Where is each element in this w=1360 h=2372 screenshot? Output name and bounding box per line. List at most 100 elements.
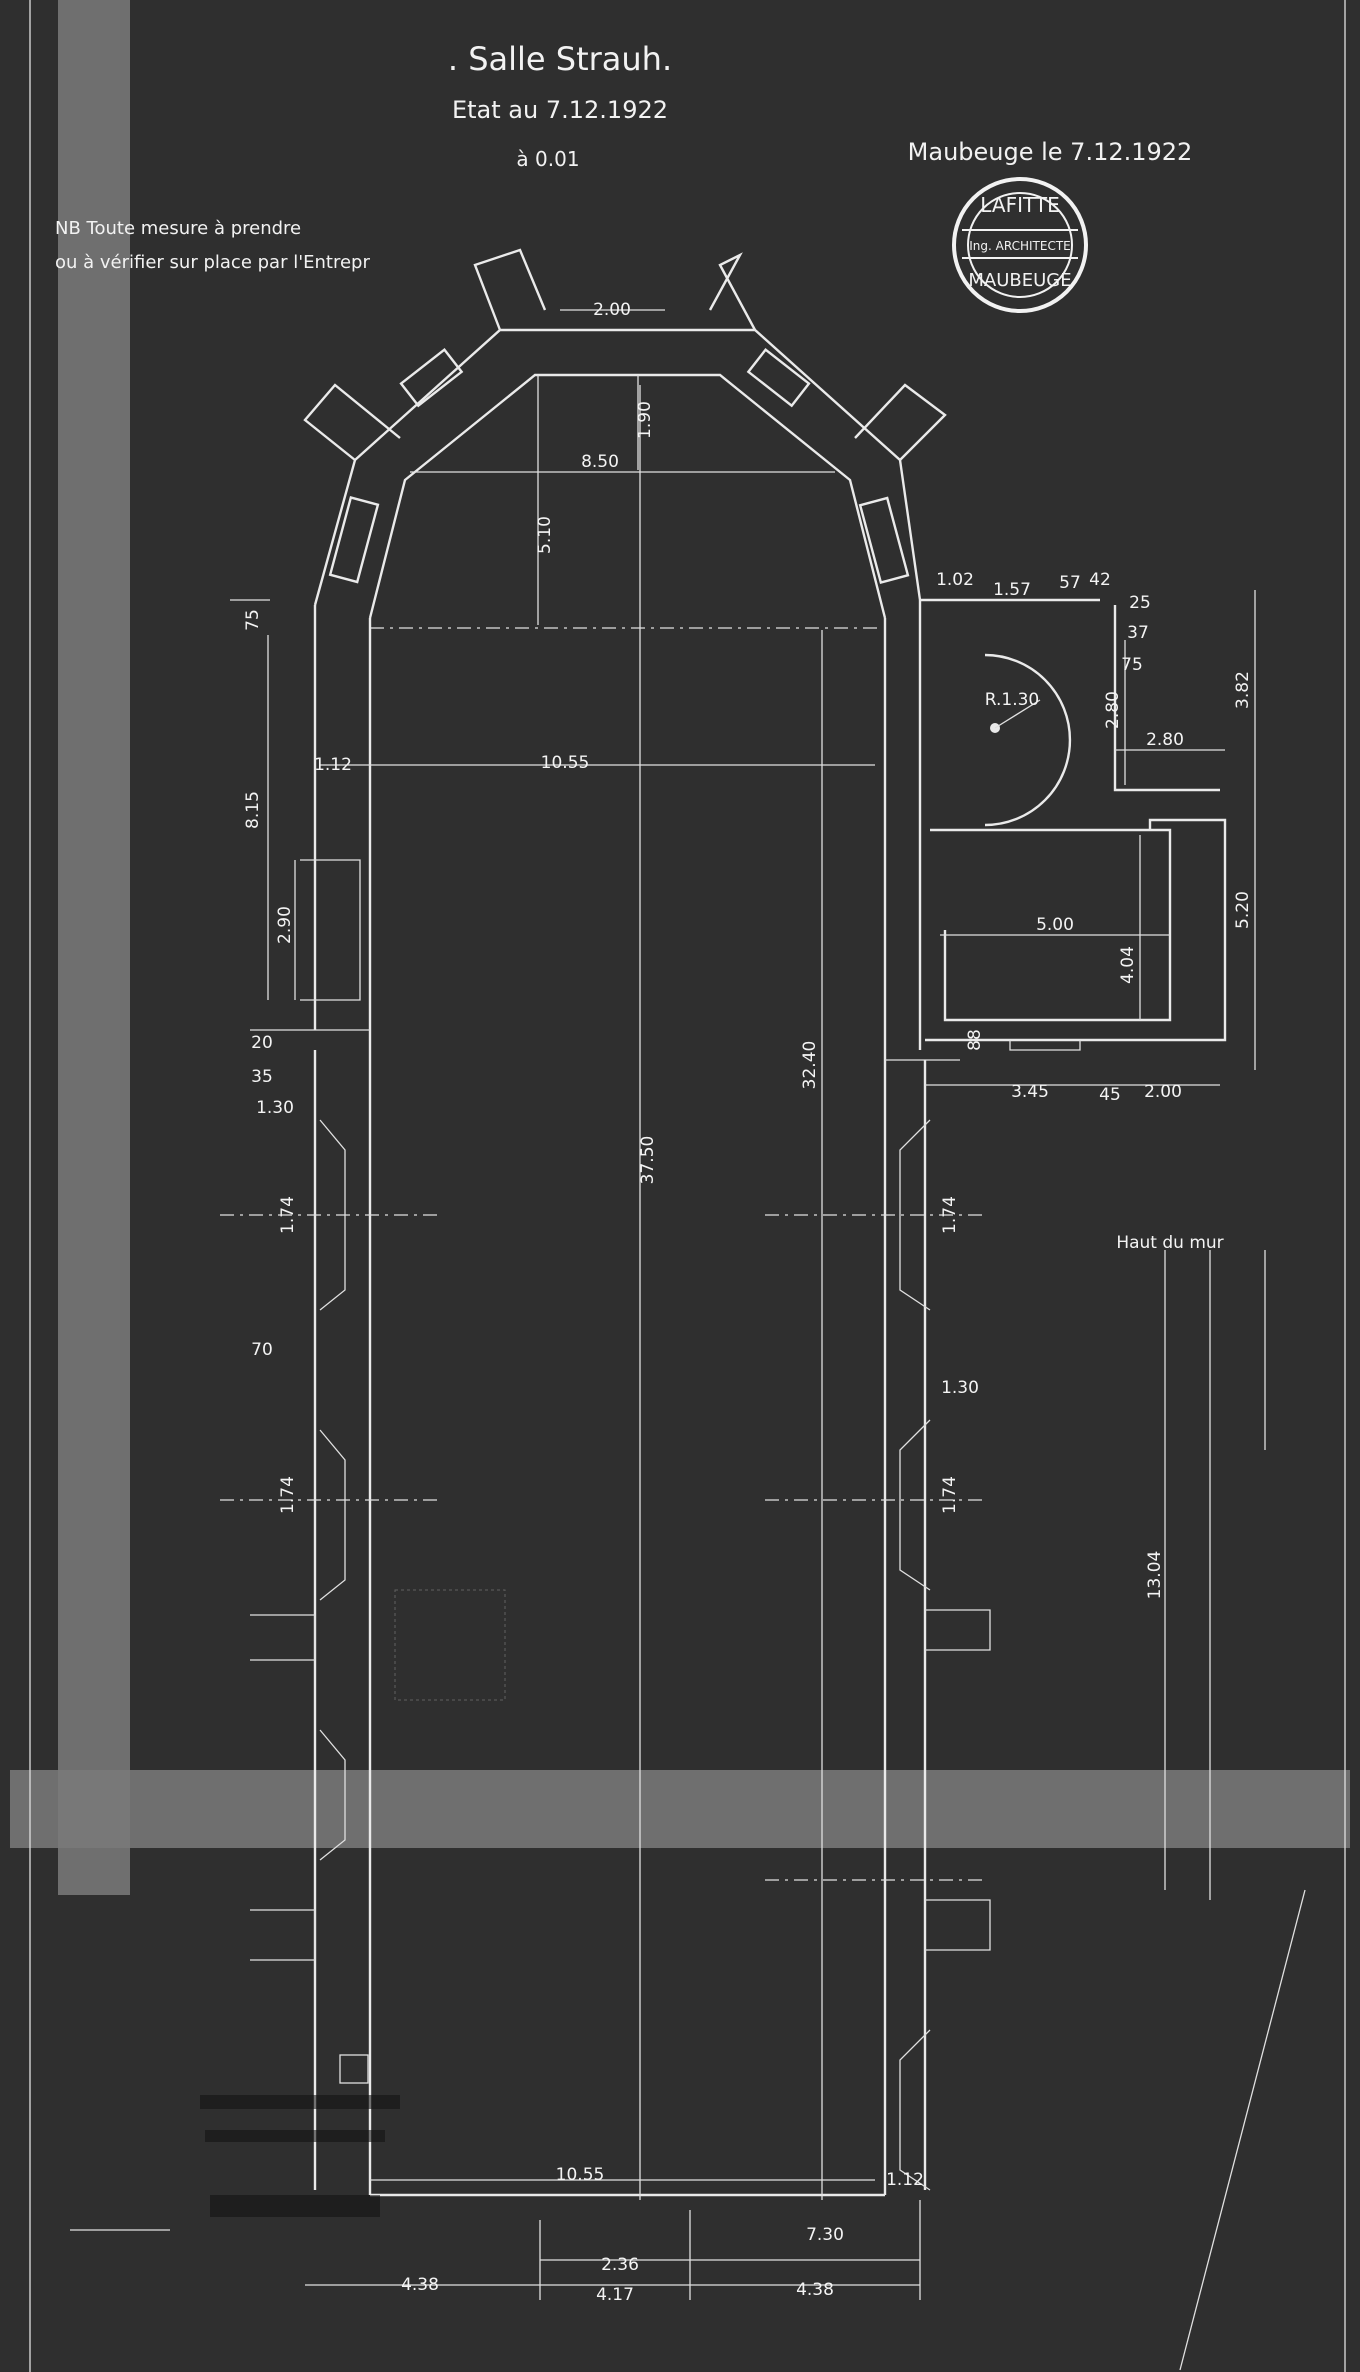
dim-left-174-a: 1.74 [278, 1196, 298, 1234]
left-niche [339, 2054, 369, 2084]
dim-room-500: 5.00 [1036, 915, 1074, 935]
dim-radius: R.1.30 [985, 690, 1039, 710]
left-bay-1 [300, 859, 361, 1001]
radius-line [994, 699, 1041, 729]
left-buttress-1 [250, 1614, 316, 1661]
dim-bottom-417: 4.17 [596, 2285, 634, 2305]
dim-annex-42: 42 [1089, 570, 1111, 590]
apse-window-right [746, 348, 811, 408]
dim-left-130: 1.30 [256, 1098, 294, 1118]
right-window-3 [899, 2029, 931, 2191]
dim-annex-280-h: 2.80 [1146, 730, 1184, 750]
dim-annex-200: 2.00 [1144, 1082, 1182, 1102]
apse-inner-wall [368, 373, 887, 619]
annex-room-inner [930, 828, 1172, 1022]
dim-annex-75: 75 [1121, 655, 1143, 675]
buttress-right-upper [708, 252, 757, 331]
apse-window-left-low [328, 496, 380, 584]
dim-bottom-438-a: 4.38 [401, 2275, 439, 2295]
bottom-dimension-chain [70, 2200, 921, 2300]
dim-annex-25: 25 [1129, 593, 1151, 613]
annex-room-outer [925, 818, 1227, 1042]
annex-upper-right-wall [1113, 605, 1220, 792]
buttress-right-lower [854, 383, 947, 461]
left-window-1 [319, 1119, 346, 1311]
dim-annex-280-v: 2.80 [1103, 691, 1123, 729]
right-buttress-2 [925, 1899, 991, 1951]
dim-3240: 32.40 [800, 1041, 820, 1090]
tape-vertical [58, 0, 130, 1895]
buttress-left-upper [473, 248, 547, 331]
buttress-left-lower [303, 383, 401, 461]
dim-wall-1304: 13.04 [1145, 1551, 1165, 1600]
annex-apsidiole [984, 653, 1072, 827]
stamp-bottom-text: MAUBEUGE [968, 270, 1071, 291]
dim-annex-157: 1.57 [993, 580, 1031, 600]
right-window-2 [899, 1419, 931, 1591]
fold-line [1179, 1889, 1306, 2371]
smudge-1 [200, 2095, 400, 2109]
dim-annex-45: 45 [1099, 1085, 1121, 1105]
dim-annex-345: 3.45 [1011, 1082, 1049, 1102]
dim-room-404: 4.04 [1118, 946, 1138, 984]
dim-annex-88: 88 [965, 1029, 985, 1051]
dim-annex-102: 1.02 [936, 570, 974, 590]
apse-outer-wall [313, 328, 922, 606]
architect-stamp: LAFITTE Ing. ARCHITECTE MAUBEUGE [952, 177, 1088, 313]
stamp-middle-text: Ing. ARCHITECTE [969, 239, 1070, 253]
title: . Salle Strauh. [448, 40, 672, 78]
dim-left-174-b: 1.74 [278, 1476, 298, 1514]
state-line: Etat au 7.12.1922 [452, 96, 668, 124]
dim-left-wall: 1.12 [314, 755, 352, 775]
annex [920, 590, 1266, 1900]
dim-apse-radius: 5.10 [535, 516, 555, 554]
ink-smudges [200, 1589, 506, 2217]
note-line-2: ou à vérifier sur place par l'Entrepr [55, 252, 370, 273]
dim-total-length: 37.50 [638, 1136, 658, 1185]
right-window-1 [899, 1119, 931, 1311]
dim-annex-382: 3.82 [1233, 671, 1253, 709]
dim-right-130: 1.30 [941, 1378, 979, 1398]
dim-nave-width-bottom: 10.55 [556, 2165, 605, 2185]
apse-window-right-low [858, 496, 910, 584]
left-buttress-2 [250, 1909, 316, 1961]
dim-annex-57: 57 [1059, 573, 1081, 593]
dim-apse-depth: 1.90 [635, 401, 655, 439]
tape-horizontal [10, 1770, 1350, 1848]
dim-bottom-438-b: 4.38 [796, 2280, 834, 2300]
left-window-3 [319, 1729, 346, 1861]
dim-apse-chord: 2.00 [593, 300, 631, 320]
apse [303, 248, 947, 629]
stamp-top-text: LAFITTE [980, 193, 1059, 217]
dim-small-35: 35 [251, 1067, 273, 1087]
dim-top-left: 75 [243, 609, 263, 631]
dim-right-174-a: 1.74 [940, 1196, 960, 1234]
nave [220, 385, 991, 2200]
dim-small-20: 20 [251, 1033, 273, 1053]
dim-nave-width-top: 10.55 [541, 753, 590, 773]
dim-annex-37: 37 [1127, 623, 1149, 643]
floor-grate [394, 1589, 506, 1701]
annex-door-step [1009, 1040, 1081, 1051]
smudge-2 [205, 2130, 385, 2142]
stamp-inner-ring [967, 192, 1073, 298]
dim-room-520: 5.20 [1233, 891, 1253, 929]
note-line-1: NB Toute mesure à prendre [55, 218, 301, 239]
dim-left-70: 70 [251, 1340, 273, 1360]
dim-bottom-236: 2.36 [601, 2255, 639, 2275]
right-buttress-1 [925, 1609, 991, 1651]
dim-apse-width: 8.50 [581, 452, 619, 472]
wall-height-label: Haut du mur [1116, 1233, 1223, 1253]
smudge-3 [210, 2195, 380, 2217]
dim-bottom-112: 1.12 [886, 2170, 924, 2190]
place-date: Maubeuge le 7.12.1922 [908, 138, 1193, 166]
dimension-labels: 2.00 1.90 8.50 5.10 75 1.12 10.55 8.15 2… [243, 300, 1253, 2305]
stamp-outer-ring [952, 177, 1088, 313]
dim-left-290: 2.90 [275, 906, 295, 944]
dim-right-174-b: 1.74 [940, 1476, 960, 1514]
dim-left-815: 8.15 [243, 791, 263, 829]
left-window-2 [319, 1429, 346, 1601]
